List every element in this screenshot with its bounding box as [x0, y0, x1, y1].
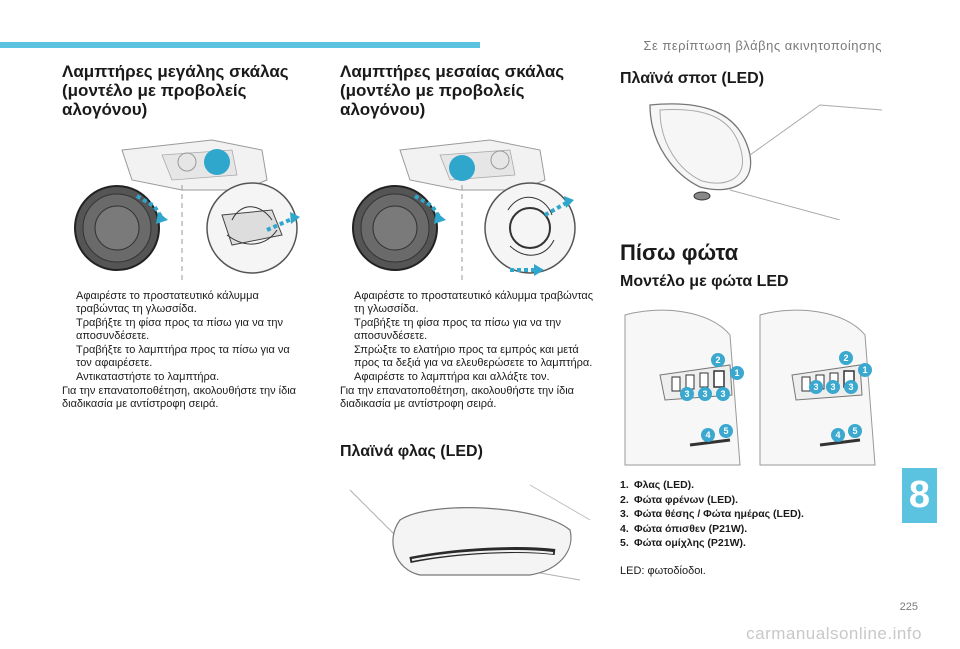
callout-right-3c: 3 [848, 382, 853, 392]
callout-right-4: 4 [835, 430, 840, 440]
high-beam-title-line2: (μοντέλο με προβολείς [62, 81, 247, 100]
column-low-beam: Λαμπτήρες μεσαίας σκάλας (μοντέλο με προ… [340, 62, 600, 119]
rear-lights-subsection: Μοντέλο με φώτα LED [620, 273, 882, 291]
callout-right-2: 2 [843, 353, 848, 363]
side-indicators-section: Πλαϊνά φλας (LED) [340, 443, 600, 461]
callout-left-3b: 3 [702, 389, 707, 399]
page-number: 225 [899, 601, 918, 613]
callout-left-2: 2 [715, 355, 720, 365]
high-beam-title-line1: Λαμπτήρες μεγάλης σκάλας [62, 62, 289, 81]
chapter-tab: 8 [902, 468, 937, 523]
list-item: 3.Φώτα θέσης / Φώτα ημέρας (LED). [620, 508, 804, 520]
callout-right-1: 1 [862, 365, 867, 375]
list-item: Τραβήξτε τη φίσα προς τα πίσω για να την… [76, 317, 283, 342]
list-item: Αφαιρέστε το προστατευτικό κάλυμμα τραβώ… [354, 290, 594, 315]
callout-left-3c: 3 [720, 389, 725, 399]
list-item: 1.Φλας (LED). [620, 479, 695, 491]
list-item: Τραβήξτε τη φίσα προς τα πίσω για να την… [354, 317, 561, 342]
low-beam-title: Λαμπτήρες μεσαίας σκάλας (μοντέλο με προ… [340, 62, 600, 119]
list-item: Σπρώξτε το ελατήριο προς τα εμπρός και μ… [354, 344, 593, 369]
top-accent-bar [0, 42, 480, 48]
high-beam-title: Λαμπτήρες μεγάλης σκάλας (μοντέλο με προ… [62, 62, 307, 119]
rear-lights-legend: 1.Φλας (LED). 2.Φώτα φρένων (LED). 3.Φώτ… [620, 478, 882, 551]
side-spot-illustration [649, 103, 882, 220]
rear-lights-section: Πίσω φώτα [620, 240, 882, 266]
list-item: 5.Φώτα ομίχλης (P21W). [620, 537, 746, 549]
callout-right-3b: 3 [830, 382, 835, 392]
side-spot-title: Πλαϊνά σποτ (LED) [620, 70, 765, 87]
list-item: Αντικαταστήστε το λαμπτήρα. [76, 371, 220, 383]
low-beam-illustration [340, 120, 590, 285]
low-beam-text: Αφαιρέστε το προστατευτικό κάλυμμα τραβώ… [340, 290, 598, 411]
high-beam-illustration [62, 120, 312, 285]
callout-left-3a: 3 [684, 389, 689, 399]
list-item: Αφαιρέστε το λαμπτήρα και αλλάξτε τον. [354, 371, 550, 383]
high-beam-title-line3: αλογόνου) [62, 100, 148, 119]
side-spot-section: Πλαϊνά σποτ (LED) [620, 70, 882, 88]
side-indicator-illustration [349, 484, 590, 581]
rear-lights-title: Πίσω φώτα [620, 240, 739, 265]
watermark: carmanualsonline.info [746, 624, 922, 643]
callout-right-5: 5 [852, 426, 857, 436]
low-beam-note: Για την επανατοποθέτηση, ακολουθήστε την… [340, 385, 575, 410]
high-beam-text: Αφαιρέστε το προστατευτικό κάλυμμα τραβώ… [62, 290, 307, 411]
low-beam-steps: Αφαιρέστε το προστατευτικό κάλυμμα τραβώ… [340, 290, 598, 384]
high-beam-steps: Αφαιρέστε το προστατευτικό κάλυμμα τραβώ… [62, 290, 307, 384]
rear-lights-illustration: 2 1 3 3 3 4 5 2 1 3 3 3 4 5 [624, 309, 876, 466]
rear-lights-subtitle: Μοντέλο με φώτα LED [620, 273, 789, 290]
rear-lights-legend-block: 1.Φλας (LED). 2.Φώτα φρένων (LED). 3.Φώτ… [620, 478, 882, 578]
list-item: 2.Φώτα φρένων (LED). [620, 493, 739, 506]
section-header: Σε περίπτωση βλάβης ακινητοποίησης [643, 38, 882, 53]
list-item: 4.Φώτα όπισθεν (P21W). [620, 522, 748, 535]
low-beam-title-line2: (μοντέλο με προβολείς [340, 81, 525, 100]
led-note: LED: φωτοδίοδοι. [620, 564, 706, 577]
side-indicators-title: Πλαϊνά φλας (LED) [340, 443, 483, 460]
callout-left-4: 4 [705, 430, 710, 440]
list-item: Τραβήξτε το λαμπτήρα προς τα πίσω για να… [76, 344, 290, 369]
callout-right-3a: 3 [813, 382, 818, 392]
list-item: Αφαιρέστε το προστατευτικό κάλυμμα τραβώ… [76, 290, 259, 315]
callout-left-1: 1 [734, 368, 739, 378]
high-beam-note: Για την επανατοποθέτηση, ακολουθήστε την… [62, 385, 297, 410]
column-high-beam: Λαμπτήρες μεγάλης σκάλας (μοντέλο με προ… [62, 62, 307, 119]
callout-left-5: 5 [723, 426, 728, 436]
low-beam-title-line1: Λαμπτήρες μεσαίας σκάλας [340, 62, 565, 81]
low-beam-title-line3: αλογόνου) [340, 100, 426, 119]
